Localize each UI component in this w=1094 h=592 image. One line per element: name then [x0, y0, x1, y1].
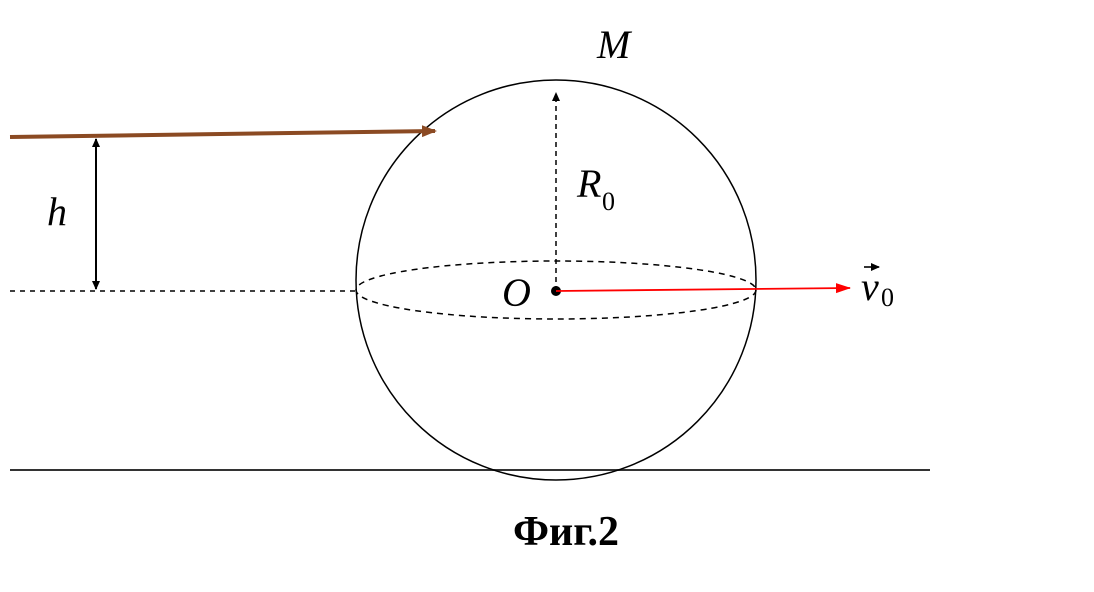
- radius-label-subscript: 0: [602, 187, 615, 216]
- height-label: h: [47, 189, 67, 234]
- sphere-outline: [355, 79, 757, 481]
- mass-label: M: [596, 22, 633, 67]
- velocity-arrow: [555, 283, 851, 294]
- velocity-label: v: [861, 264, 879, 309]
- velocity-label-subscript: 0: [881, 283, 894, 312]
- radius-label: R: [576, 161, 601, 206]
- center-label: O: [502, 270, 531, 315]
- projectile-arrow: [9, 125, 437, 139]
- figure-caption: Фиг.2: [513, 509, 619, 555]
